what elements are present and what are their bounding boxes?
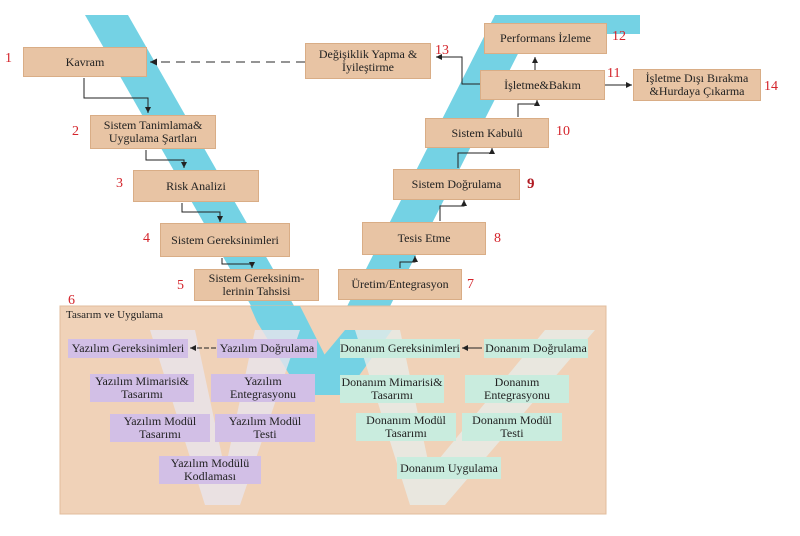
v-band-right — [302, 15, 640, 395]
step-number: 10 — [556, 124, 570, 139]
hw-verification: Donanım Doğrulama — [484, 339, 588, 358]
hw-requirements: Donanım Gereksinimleri — [340, 339, 460, 358]
box-label: Yazılım Gereksinimleri — [71, 341, 185, 355]
arrow-4-5 — [221, 258, 255, 268]
sw-requirements: Yazılım Gereksinimleri — [68, 339, 188, 358]
step-system-acceptance: Sistem Kabulü — [425, 118, 549, 148]
step-label: Sistem Doğrulama — [411, 177, 502, 191]
step-system-verification: Sistem Doğrulama — [393, 169, 520, 200]
step-label: Değişiklik Yapma & İyileştirme — [318, 47, 418, 74]
step-system-definition: Sistem Tanimlama& Uygulama Şartları — [90, 115, 216, 149]
step-label: İşletme&Bakım — [504, 77, 581, 92]
step-number: 9 — [527, 176, 535, 192]
sw-module-design: Yazılım Modül Tasarımı — [110, 414, 210, 442]
step-label: Performans İzleme — [500, 31, 591, 45]
arrow-2-3 — [145, 150, 187, 168]
step-number: 11 — [607, 66, 621, 81]
step-number: 12 — [612, 29, 626, 44]
step-production-integration: Üretim/Entegrasyon — [338, 269, 462, 300]
box-label: Donanım Modül Tasarımı — [366, 413, 446, 440]
box-label: Donanım Uygulama — [400, 460, 498, 475]
step-number: 1 — [5, 51, 12, 66]
step-label: Risk Analizi — [166, 178, 226, 193]
box-label: Donanım Mimarisi& Tasarımı — [341, 375, 443, 402]
step-label: Sistem Gereksinimleri — [171, 232, 279, 247]
arrow-11-13 — [436, 54, 480, 85]
sw-inner-v — [150, 330, 300, 505]
step-label: Sistem Tanimlama& Uygulama Şartları — [103, 118, 203, 145]
arrow-3-4 — [181, 203, 223, 222]
step-label: Sistem Gereksinim- lerinin Tahsisi — [208, 271, 305, 298]
arrow-10-11 — [517, 100, 540, 117]
box-label: Yazılım Modül Tasarımı — [123, 414, 197, 441]
sw-architecture: Yazılım Mimarisi& Tasarımı — [90, 374, 194, 402]
step-number: 7 — [467, 277, 474, 292]
step-number: 3 — [116, 176, 123, 191]
step-label: Tesis Etme — [397, 231, 451, 245]
sw-verification: Yazılım Doğrulama — [217, 339, 317, 358]
sw-module-test: Yazılım Modül Testi — [215, 414, 315, 442]
step-number: 8 — [494, 231, 501, 246]
hw-module-design: Donanım Modül Tasarımı — [356, 413, 456, 441]
sw-integration: Yazılım Entegrasyonu — [211, 374, 315, 402]
arrow-9-10 — [457, 148, 495, 168]
step-number: 2 — [72, 124, 79, 139]
step-performance-monitoring: Performans İzleme — [484, 23, 607, 54]
arrow-8-9 — [439, 200, 467, 221]
step-risk-analysis: Risk Analizi — [133, 170, 259, 202]
step-label: İşletme Dışı Bırakma &Hurdaya Çıkarma — [645, 71, 749, 98]
box-label: Donanım Gereksinimleri — [340, 341, 460, 355]
hw-module-test: Donanım Modül Testi — [462, 413, 562, 441]
step-number: 4 — [143, 231, 150, 246]
sw-module-coding: Yazılım Modülü Kodlaması — [159, 456, 261, 484]
step-number: 5 — [177, 278, 184, 293]
box-label: Donanım Doğrulama — [485, 341, 587, 355]
step-number: 13 — [435, 43, 449, 58]
step-label: Sistem Kabulü — [451, 125, 523, 140]
step-decommissioning: İşletme Dışı Bırakma &Hurdaya Çıkarma — [633, 69, 761, 101]
box-label: Yazılım Modül Testi — [228, 414, 302, 441]
step-number: 6 — [68, 293, 75, 308]
step-concept: Kavram — [23, 47, 147, 77]
box-label: Yazılım Mimarisi& Tasarımı — [95, 374, 189, 401]
step-change-improvement: Değişiklik Yapma & İyileştirme — [305, 43, 431, 79]
arrow-1-2 — [83, 78, 151, 113]
hw-integration: Donanım Entegrasyonu — [465, 375, 569, 403]
step-requirements-allocation: Sistem Gereksinim- lerinin Tahsisi — [194, 269, 319, 301]
arrow-7-8 — [399, 256, 418, 268]
hw-architecture: Donanım Mimarisi& Tasarımı — [340, 375, 444, 403]
step-label: Kavram — [65, 54, 105, 69]
box-label: Yazılım Entegrasyonu — [230, 374, 296, 401]
design-panel-title: Tasarım ve Uygulama — [66, 309, 163, 321]
box-label: Donanım Modül Testi — [472, 413, 552, 440]
hw-implementation: Donanım Uygulama — [397, 457, 501, 479]
box-label: Donanım Entegrasyonu — [484, 375, 550, 402]
step-number: 14 — [764, 79, 778, 94]
step-system-requirements: Sistem Gereksinimleri — [160, 223, 290, 257]
box-label: Yazılım Modülü Kodlaması — [170, 456, 250, 483]
step-operation-maintenance: İşletme&Bakım — [480, 70, 605, 100]
step-installation: Tesis Etme — [362, 222, 486, 255]
step-label: Üretim/Entegrasyon — [351, 277, 449, 291]
box-label: Yazılım Doğrulama — [219, 341, 315, 355]
